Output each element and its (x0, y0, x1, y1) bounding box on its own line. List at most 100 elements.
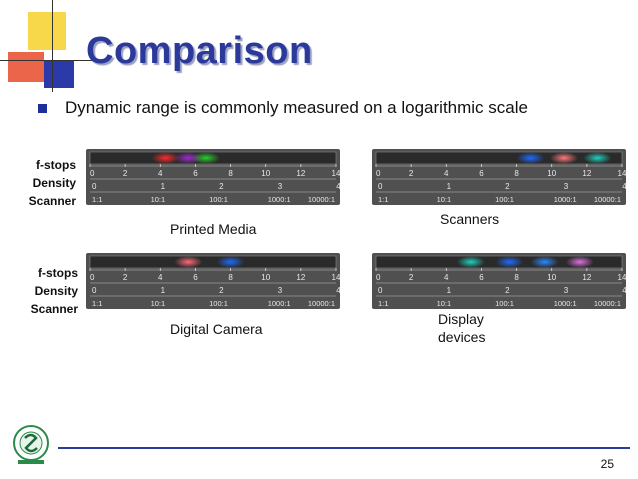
fstop-label: 12 (582, 273, 591, 282)
ratio-label: 10000:1 (308, 195, 335, 204)
ratio-label: 100:1 (495, 299, 514, 308)
density-label: 0 (378, 286, 383, 295)
label-density: Density (34, 284, 78, 298)
glow-spot (550, 152, 579, 164)
density-label: 2 (219, 286, 224, 295)
label-fstops: f-stops (38, 266, 78, 280)
density-label: 4 (336, 286, 340, 295)
fstop-label: 4 (158, 273, 163, 282)
density-label: 0 (92, 286, 97, 295)
fstop-label: 8 (514, 169, 519, 178)
caption-digital-camera: Digital Camera (170, 321, 263, 337)
fstop-label: 14 (332, 169, 340, 178)
fstop-label: 8 (514, 273, 519, 282)
fstop-label: 6 (479, 169, 484, 178)
ratio-label: 10000:1 (308, 299, 335, 308)
fstop-label: 2 (123, 169, 128, 178)
fstop-label: 4 (444, 169, 449, 178)
fstop-label: 4 (158, 169, 163, 178)
university-seal-icon (12, 424, 50, 471)
ratio-label: 1:1 (378, 299, 388, 308)
density-label: 3 (564, 182, 569, 191)
ratio-label: 1000:1 (554, 299, 577, 308)
glow-spot (456, 256, 485, 268)
fstop-label: 0 (90, 273, 95, 282)
ratio-label: 10:1 (437, 299, 452, 308)
fstop-label: 2 (409, 169, 414, 178)
fstop-label: 14 (618, 169, 626, 178)
density-label: 0 (378, 182, 383, 191)
ratio-label: 100:1 (209, 195, 228, 204)
density-label: 4 (622, 286, 626, 295)
slide-title: Comparison (86, 30, 313, 72)
glow-spot (495, 256, 524, 268)
ratio-label: 1000:1 (554, 195, 577, 204)
ratio-label: 1000:1 (268, 299, 291, 308)
glow-spot (565, 256, 594, 268)
deco-yellow-block (28, 12, 66, 50)
density-label: 4 (622, 182, 626, 191)
fstop-label: 8 (228, 169, 233, 178)
density-label: 3 (278, 182, 283, 191)
deco-horizontal-line (0, 60, 98, 61)
ratio-label: 100:1 (495, 195, 514, 204)
fstop-label: 10 (547, 273, 556, 282)
density-label: 1 (447, 286, 452, 295)
caption-display-devices: Display devices (438, 310, 485, 346)
glow-spot (530, 256, 559, 268)
density-label: 1 (161, 182, 166, 191)
row-labels-bottom: f-stops Density Scanner (24, 264, 78, 318)
fstop-label: 12 (296, 169, 305, 178)
fstop-label: 6 (479, 273, 484, 282)
ratio-label: 10000:1 (594, 195, 621, 204)
caption-line: devices (438, 329, 486, 345)
fstop-label: 2 (409, 273, 414, 282)
deco-red-block (8, 52, 44, 82)
density-label: 1 (447, 182, 452, 191)
fstop-label: 6 (193, 273, 198, 282)
density-label: 2 (219, 182, 224, 191)
bullet-square-icon (38, 103, 47, 113)
ratio-label: 10:1 (151, 195, 166, 204)
ratio-label: 1:1 (92, 299, 102, 308)
glow-spot (151, 152, 180, 164)
glow-band (89, 255, 337, 269)
caption-scanners: Scanners (440, 211, 500, 227)
ratio-label: 10:1 (437, 195, 452, 204)
fstop-label: 12 (582, 169, 591, 178)
label-density: Density (32, 176, 76, 190)
label-fstops: f-stops (36, 158, 76, 172)
density-label: 3 (278, 286, 283, 295)
fstop-label: 8 (228, 273, 233, 282)
density-label: 3 (564, 286, 569, 295)
bullet-text: Dynamic range is commonly measured on a … (65, 98, 528, 117)
density-label: 2 (505, 182, 510, 191)
row-labels-top: f-stops Density Scanner (22, 156, 76, 210)
label-scanner: Scanner (28, 194, 76, 208)
fstop-label: 0 (376, 169, 381, 178)
fstop-label: 12 (296, 273, 305, 282)
ratio-label: 1000:1 (268, 195, 291, 204)
caption-line: Display (438, 311, 484, 327)
page-number: 25 (600, 457, 614, 471)
ratio-label: 10000:1 (594, 299, 621, 308)
fstop-label: 0 (376, 273, 381, 282)
glow-spot (516, 152, 545, 164)
deco-blue-block (44, 60, 74, 88)
fstop-label: 10 (261, 273, 270, 282)
fstop-label: 2 (123, 273, 128, 282)
density-label: 2 (505, 286, 510, 295)
density-label: 4 (336, 182, 340, 191)
ratio-label: 1:1 (378, 195, 388, 204)
bullet-item: Dynamic range is commonly measured on a … (38, 98, 528, 118)
fstop-label: 14 (618, 273, 626, 282)
glow-spot (216, 256, 245, 268)
footer-rule (58, 447, 630, 449)
deco-vertical-line (52, 0, 53, 92)
